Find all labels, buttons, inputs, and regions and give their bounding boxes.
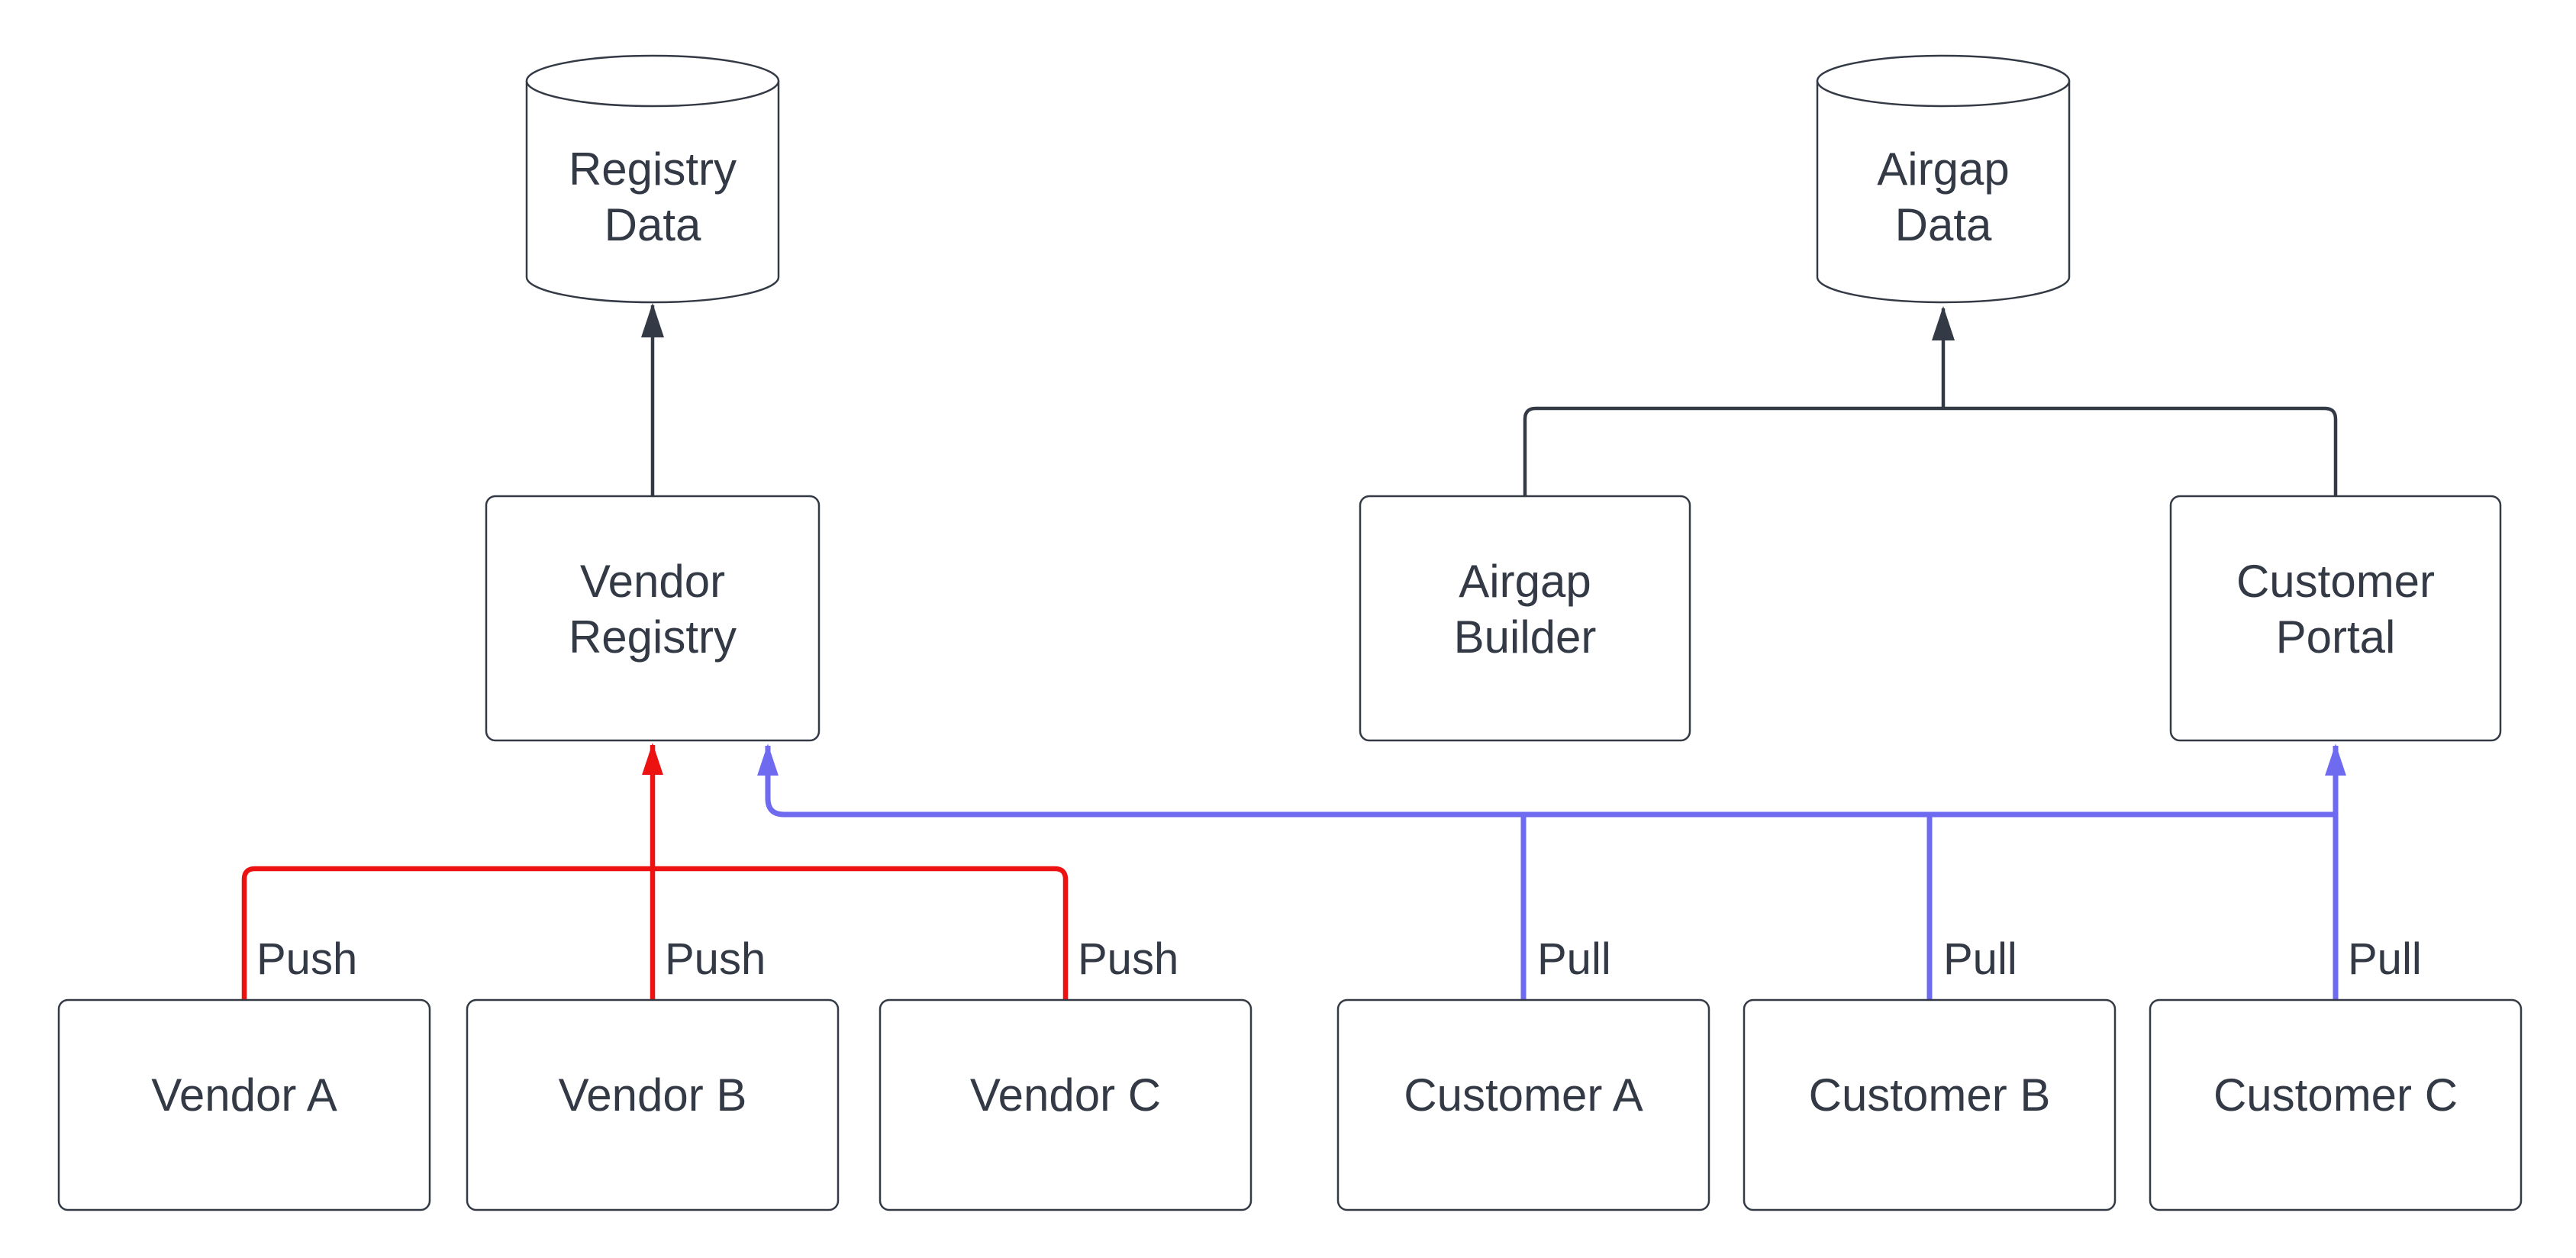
airgap-data-cylinder-body (1816, 81, 2071, 304)
airgap-data-cylinder: Airgap Data (1816, 54, 2071, 304)
vendor-registry-label-line1: Vendor (580, 556, 725, 607)
pull-edge-main-to-vendor-registry (757, 744, 2336, 818)
pull-label-3: Pull (2348, 934, 2422, 984)
registry-data-cylinder-top (525, 54, 780, 108)
vendor-c-label: Vendor C (970, 1069, 1161, 1121)
customer-c-node: Customer C (2149, 998, 2523, 1211)
vendor-registry-node: Vendor Registry (485, 495, 821, 742)
customer-b-label: Customer B (1809, 1069, 2051, 1121)
airgap-builder-node: Airgap Builder (1359, 495, 1691, 742)
customer-a-box (1336, 998, 1710, 1211)
vendor-a-node: Vendor A (57, 998, 431, 1211)
airgap-builder-box (1359, 495, 1691, 742)
vendor-c-box (879, 998, 1253, 1211)
customer-a-node: Customer A (1336, 998, 1710, 1211)
registry-data-label-line1: Registry (569, 144, 737, 195)
push-label-3: Push (1078, 934, 1178, 984)
pull-label-1: Pull (1537, 934, 1611, 984)
customer-b-box (1743, 998, 2117, 1211)
customer-b-node: Customer B (1743, 998, 2117, 1211)
vendor-b-label: Vendor B (559, 1069, 747, 1121)
airgap-data-cylinder-top (1816, 54, 2071, 108)
vendor-a-label: Vendor A (151, 1069, 337, 1121)
vendor-registry-label-line2: Registry (569, 611, 737, 663)
customer-portal-label-line2: Portal (2276, 611, 2396, 663)
vendor-c-node: Vendor C (879, 998, 1253, 1211)
pull-label-2: Pull (1943, 934, 2017, 984)
customer-portal-label-line1: Customer (2236, 556, 2435, 607)
push-edge-vendor-c (653, 866, 1069, 1000)
customer-a-label: Customer A (1404, 1069, 1643, 1121)
registry-data-cylinder-body (525, 81, 780, 304)
customer-portal-box (2169, 495, 2502, 742)
vendor-b-node: Vendor B (466, 998, 840, 1211)
airgap-builder-label-line2: Builder (1454, 611, 1597, 663)
push-edge-vendor-a (241, 866, 653, 1000)
airgap-data-label-line1: Airgap (1877, 144, 2009, 195)
edge-airgap-tree (1523, 406, 2338, 496)
registry-data-cylinder: Registry Data (525, 54, 780, 304)
push-label-1: Push (256, 934, 357, 984)
vendor-registry-box (485, 495, 821, 742)
customer-portal-node: Customer Portal (2169, 495, 2502, 742)
customer-c-label: Customer C (2213, 1069, 2458, 1121)
customer-c-box (2149, 998, 2523, 1211)
vendor-a-box (57, 998, 431, 1211)
vendor-b-box (466, 998, 840, 1211)
airgap-builder-label-line1: Airgap (1459, 556, 1591, 607)
registry-data-label-line2: Data (605, 199, 701, 250)
airgap-data-label-line2: Data (1895, 199, 1992, 250)
push-label-2: Push (665, 934, 766, 984)
